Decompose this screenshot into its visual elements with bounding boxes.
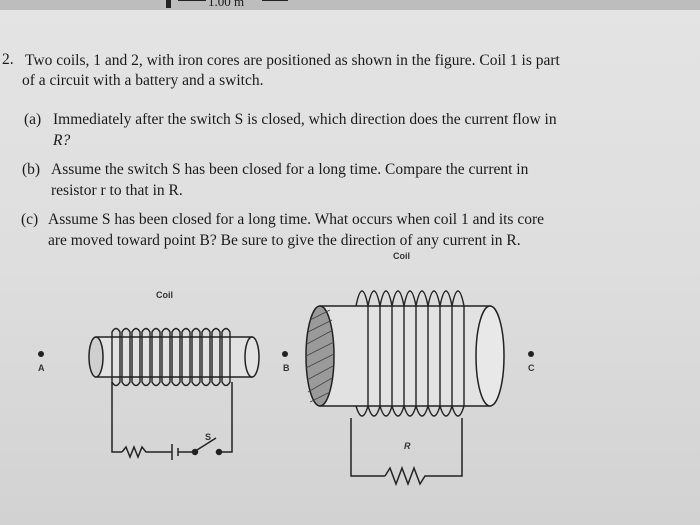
part-c-line1: Assume S has been closed for a long time… bbox=[48, 211, 545, 228]
coil-1 bbox=[88, 327, 260, 387]
resistor-label: R bbox=[404, 441, 411, 451]
point-c-dot bbox=[528, 351, 534, 357]
scale-arrow-right bbox=[262, 0, 288, 1]
part-c-label: (c) bbox=[21, 211, 39, 228]
coil-1-circuit bbox=[111, 382, 233, 460]
scale-arrow-left bbox=[178, 0, 206, 1]
point-b-label: B bbox=[283, 363, 290, 373]
part-a-line2: R? bbox=[53, 132, 71, 149]
scale-label: 1.00 m bbox=[208, 0, 245, 9]
coil-2 bbox=[305, 290, 505, 417]
problem-intro-line1: Two coils, 1 and 2, with iron cores are … bbox=[25, 52, 560, 69]
part-c-line2: are moved toward point B? Be sure to giv… bbox=[48, 232, 521, 249]
scale-tick bbox=[166, 0, 171, 8]
switch-label: S bbox=[205, 432, 212, 442]
scale-marker: 1.00 m bbox=[166, 0, 296, 10]
part-b-label: (b) bbox=[22, 161, 41, 178]
part-a-line1: Immediately after the switch S is closed… bbox=[53, 111, 557, 128]
point-a-dot bbox=[38, 351, 44, 357]
point-a-label: A bbox=[38, 363, 45, 373]
coil-1-label: Coil bbox=[156, 290, 173, 300]
part-b-line2: resistor r to that in R. bbox=[51, 182, 183, 199]
point-b-dot bbox=[282, 351, 288, 357]
part-a-label: (a) bbox=[24, 111, 42, 128]
point-c-label: C bbox=[528, 363, 535, 373]
problem-intro-line2: of a circuit with a battery and a switch… bbox=[22, 72, 264, 89]
problem-number: 2. bbox=[2, 51, 14, 68]
coil-2-circuit bbox=[350, 418, 463, 487]
coil-2-label: Coil bbox=[393, 251, 410, 261]
top-edge bbox=[0, 0, 700, 10]
part-b-line1: Assume the switch S has been closed for … bbox=[51, 161, 529, 178]
